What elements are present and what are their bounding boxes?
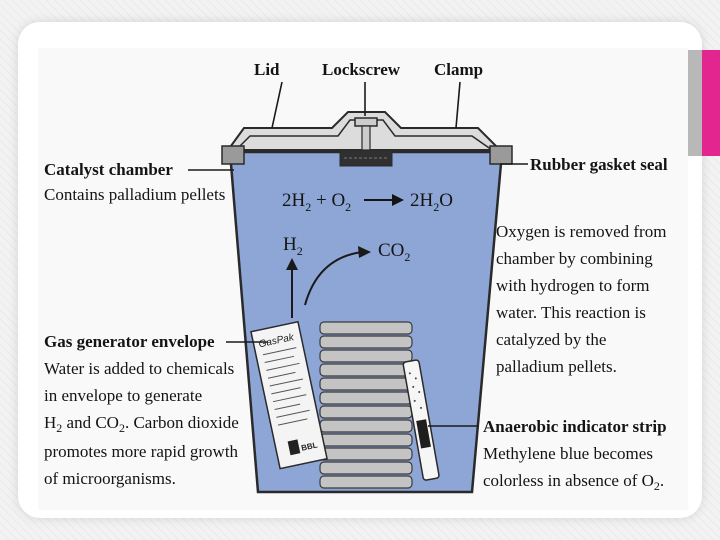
svg-text:Oxygen is removed from: Oxygen is removed from xyxy=(496,222,666,241)
leader-lid xyxy=(271,81,283,129)
svg-text:promotes more rapid growth: promotes more rapid growth xyxy=(44,442,239,461)
right-clamp xyxy=(489,145,513,165)
gas-generator-envelope: GasPak BBL xyxy=(250,320,328,470)
gas-generator-title: Gas generator envelope xyxy=(44,332,215,351)
lockscrew-shaft xyxy=(361,125,371,151)
catalyst-chamber-title: Catalyst chamber xyxy=(44,160,173,179)
svg-text:water. This reaction is: water. This reaction is xyxy=(496,303,646,322)
indicator-title: Anaerobic indicator strip xyxy=(483,417,667,436)
svg-text:palladium pellets.: palladium pellets. xyxy=(496,357,617,376)
accent-bar xyxy=(702,50,720,156)
culture-plate-stack xyxy=(319,321,413,489)
reaction-equation: 2H2 + O2 xyxy=(282,190,351,214)
svg-text:of microorganisms.: of microorganisms. xyxy=(44,469,176,488)
clamp-label: Clamp xyxy=(434,60,483,79)
svg-text:in envelope to generate: in envelope to generate xyxy=(44,386,202,405)
catalyst-chamber-desc: Contains palladium pellets xyxy=(44,185,225,204)
accent-bar-shadow xyxy=(684,50,702,156)
svg-text:catalyzed by the: catalyzed by the xyxy=(496,330,606,349)
left-clamp xyxy=(221,145,245,165)
lockscrew-label: Lockscrew xyxy=(322,60,401,79)
envelope-maker: BBL xyxy=(300,440,318,452)
indicator-line-2: colorless in absence of O2. xyxy=(483,471,664,493)
svg-text:with hydrogen to form: with hydrogen to form xyxy=(496,276,649,295)
svg-text:H2 and CO2. Carbon dioxide: H2 and CO2. Carbon dioxide xyxy=(44,413,239,435)
gas-generator-description: Water is added to chemicals in envelope … xyxy=(44,359,239,488)
h2-label: H2 xyxy=(283,234,303,258)
svg-text:chamber by combining: chamber by combining xyxy=(496,249,653,268)
leader-clamp xyxy=(455,81,461,129)
co2-arrow xyxy=(304,251,363,306)
lid-label: Lid xyxy=(254,60,280,79)
reaction-arrow xyxy=(364,194,404,206)
indicator-line-1: Methylene blue becomes xyxy=(483,444,653,463)
indicator-strip xyxy=(402,359,440,481)
svg-text:Water is added to chemicals: Water is added to chemicals xyxy=(44,359,234,378)
co2-label: CO2 xyxy=(378,240,410,264)
lockscrew-head xyxy=(354,117,378,127)
gasket-label: Rubber gasket seal xyxy=(530,155,668,174)
reaction-product: 2H2O xyxy=(410,190,453,214)
oxygen-description: Oxygen is removed from chamber by combin… xyxy=(496,222,666,376)
